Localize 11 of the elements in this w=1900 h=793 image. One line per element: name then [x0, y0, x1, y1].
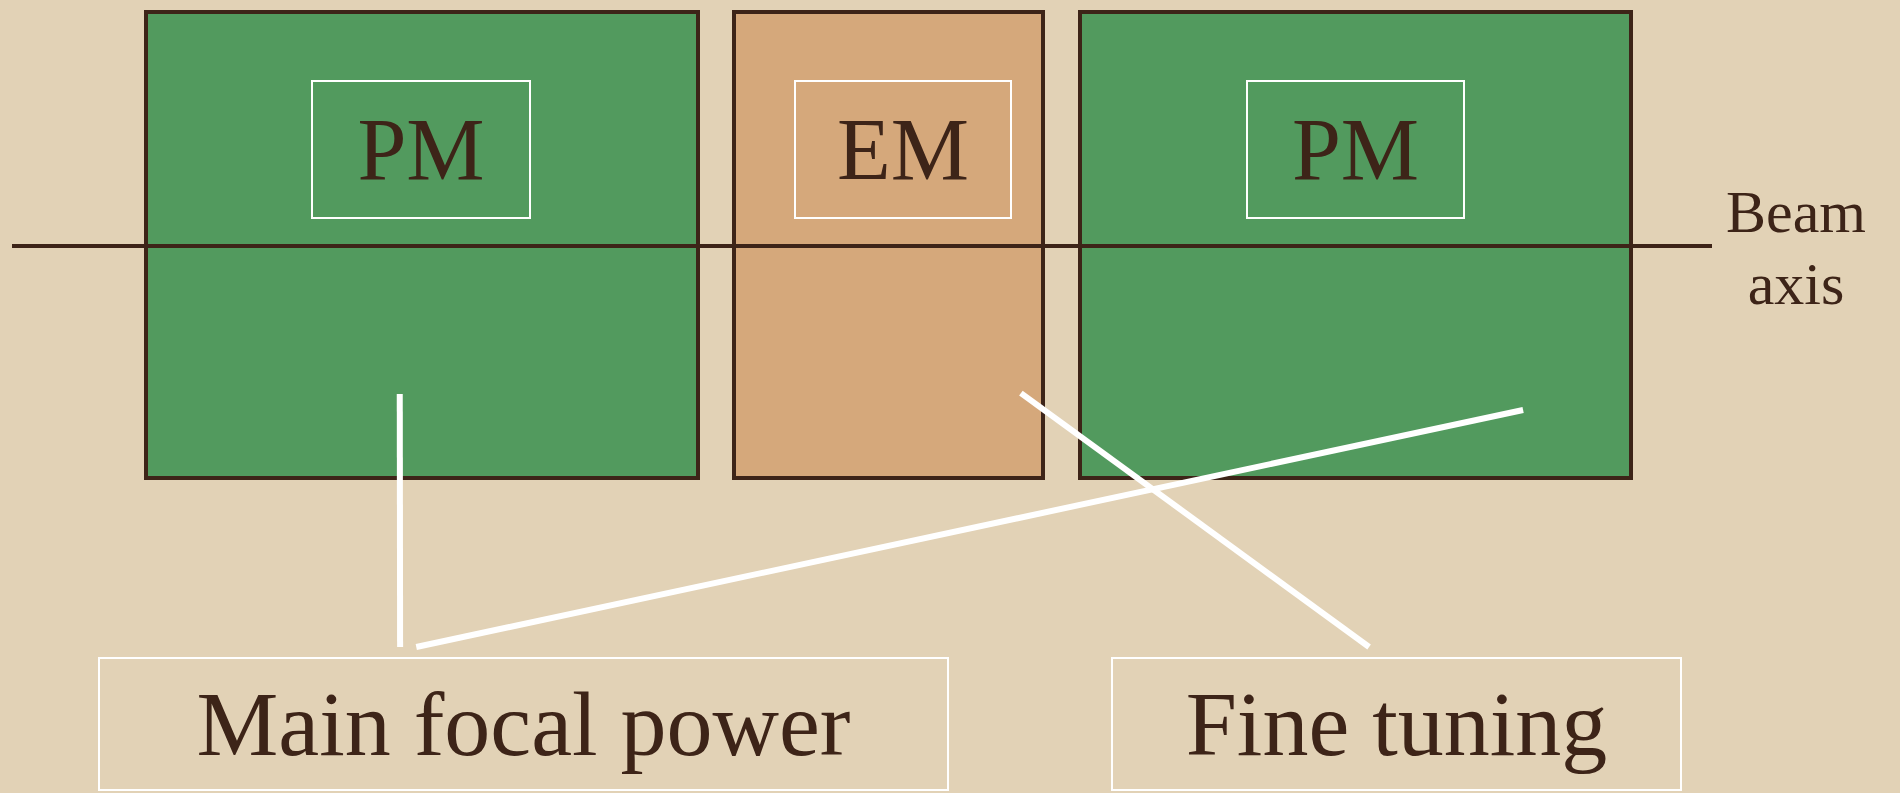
magnet-block [1078, 10, 1633, 480]
magnet-label: EM [794, 80, 1012, 219]
leader-line [396, 394, 404, 647]
magnet-block [732, 10, 1045, 480]
leader-line [1019, 390, 1371, 650]
callout-box: Main focal power [98, 657, 949, 791]
magnet-label: PM [1246, 80, 1465, 219]
magnet-block [144, 10, 700, 480]
magnet-label: PM [311, 80, 531, 219]
leader-line [415, 407, 1524, 650]
callout-box: Fine tuning [1111, 657, 1682, 791]
